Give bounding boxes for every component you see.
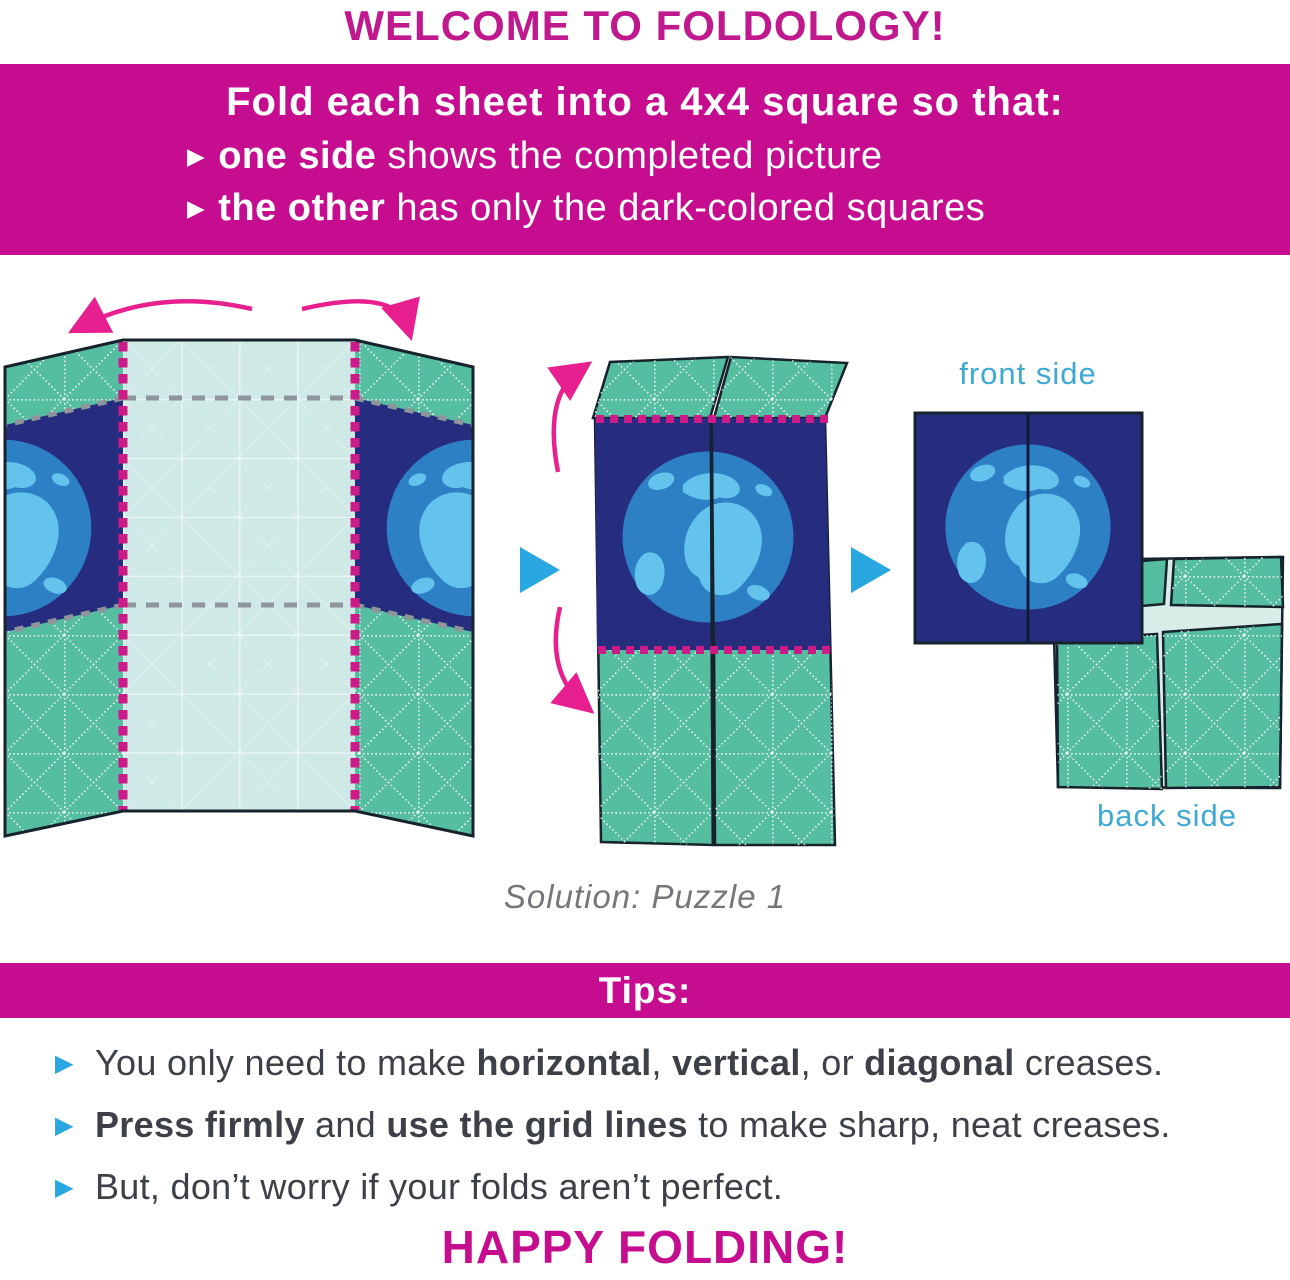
sheet-right-flap: [354, 340, 474, 836]
tip-item: ▶ But, don’t worry if your folds aren’t …: [55, 1156, 1270, 1218]
instructions-bullets: ▶ one side shows the completed picture ▶ t…: [187, 135, 1290, 230]
instructions-banner: Fold each sheet into a 4x4 square so tha…: [0, 64, 1290, 255]
page-title-bold: FOLDOLOGY!: [655, 2, 946, 49]
instruction-bullet-text: one side shows the completed picture: [218, 135, 883, 177]
step-arrow-icon: [520, 547, 560, 593]
folding-diagram-svg: [3, 296, 1285, 847]
instruction-bullet: ▶ the other has only the dark-colored squ…: [187, 187, 1290, 230]
instruction-bullet-text: the other has only the dark-colored squa…: [218, 187, 986, 229]
tips-list: ▶ You only need to make horizontal, vert…: [55, 1032, 1270, 1218]
fold-arrow-down-icon: [550, 606, 595, 714]
solution-caption: Solution: Puzzle 1: [503, 878, 787, 915]
globe-illustration: [622, 451, 794, 623]
tips-banner: Tips:: [0, 963, 1290, 1018]
unfolded-sheet-diagram: [3, 296, 475, 838]
tip-text: But, don’t worry if your folds aren’t pe…: [95, 1166, 784, 1207]
instruction-bullet: ▶ one side shows the completed picture: [187, 135, 1290, 178]
folded-result-diagram: [913, 411, 1285, 791]
page-title: WELCOME TO FOLDOLOGY!: [0, 2, 1290, 50]
tip-item: ▶ You only need to make horizontal, vert…: [55, 1032, 1270, 1094]
page-title-light: WELCOME TO: [344, 2, 656, 49]
back-side-label: back side: [1097, 798, 1237, 833]
happy-folding-title: HAPPY FOLDING!: [441, 1221, 849, 1273]
fold-arrow-left-icon: [67, 296, 253, 334]
horizontal-crease-dashes: [123, 395, 355, 608]
instructions-heading: Fold each sheet into a 4x4 square so tha…: [226, 80, 1064, 124]
vertical-fold-dashes: [118, 342, 360, 810]
fold-arrow-up-icon: [547, 361, 593, 473]
front-side-square: [913, 411, 1144, 645]
mid-seam-line: [709, 418, 715, 844]
tip-text: You only need to make horizontal, vertic…: [95, 1042, 1164, 1083]
triangle-bullet-icon: ▶: [55, 1049, 74, 1077]
tip-text: Press firmly and use the grid lines to m…: [95, 1104, 1171, 1145]
triangle-bullet-icon: ▶: [55, 1173, 74, 1201]
triangle-bullet-icon: ▶: [55, 1111, 74, 1139]
globe-illustration: [386, 439, 473, 617]
fold-arrow-right-icon: [301, 296, 420, 341]
triangle-bullet-icon: ▶: [187, 143, 206, 169]
sheet-left-flap: [4, 340, 124, 836]
tip-item: ▶ Press firmly and use the grid lines to…: [55, 1094, 1270, 1156]
folding-diagram: front side back side: [0, 290, 1290, 870]
half-folded-diagram: [547, 355, 849, 847]
step-arrow-icon: [851, 547, 891, 593]
triangle-bullet-icon: ▶: [187, 195, 206, 221]
front-side-label: front side: [959, 356, 1097, 391]
sheet-outline: [3, 338, 475, 838]
mid-fold-dashes: [596, 415, 831, 654]
